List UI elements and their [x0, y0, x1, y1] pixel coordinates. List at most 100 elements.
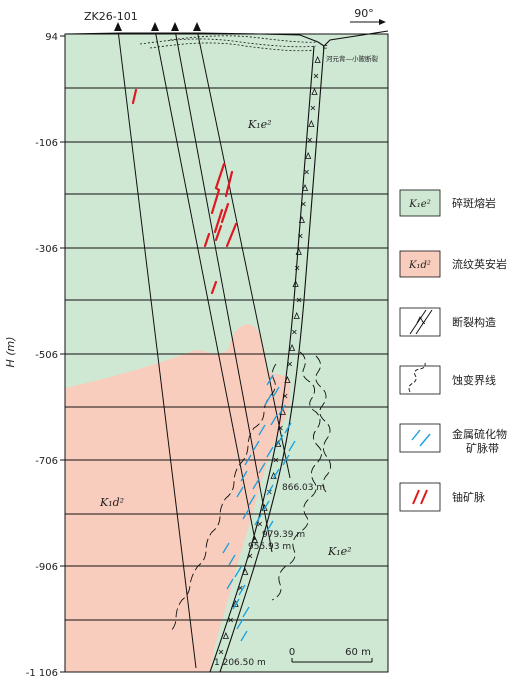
sulfide-vein-mark: [266, 520, 274, 532]
alteration-boundary-lines: [169, 351, 331, 633]
dip-label: 90°: [354, 7, 374, 20]
sulfide-vein-mark: [240, 470, 248, 482]
sulfide-vein-mark: [242, 508, 250, 520]
unit-k1d2-area: [65, 324, 290, 672]
legend-item-alteration: 蚀变界线: [399, 362, 496, 395]
legend-label-fault: 断裂构造: [452, 315, 496, 329]
legend-item-uranium: 铀矿脉: [399, 482, 485, 512]
sulfide-vein-mark: [236, 486, 244, 498]
fault-cross-icon: [287, 361, 293, 367]
sulfide-vein-mark: [272, 468, 280, 480]
sulfide-vein-mark: [252, 478, 260, 490]
sulfide-vein-mark: [240, 630, 248, 642]
fault-triangle-icon: [308, 120, 315, 127]
fault-name: 河元背—小陂断裂: [326, 54, 379, 63]
fault-triangle-icon: [305, 152, 312, 159]
topographic-surface: [64, 30, 389, 47]
section-frame: [64, 33, 389, 673]
uranium-veins: [131, 88, 238, 295]
fault-symbol-icon: [409, 309, 433, 335]
scale-start: 0: [289, 647, 295, 658]
sulfide-vein-mark: [236, 618, 244, 630]
depth-label-2: 979.39 m: [262, 530, 305, 540]
sulfide-vein-mark: [266, 374, 274, 386]
fault-triangle-icon: [242, 568, 249, 575]
legend-item-k1e2: K₁e² 碎斑熔岩: [399, 189, 496, 217]
sulfide-vein-mark: [266, 446, 274, 458]
depth-label-3: 955.93 m: [248, 542, 291, 552]
sulfide-vein-mark: [282, 454, 290, 466]
fault-triangle-icon: [295, 248, 302, 255]
section-body: [65, 34, 388, 672]
fault-triangle-icon: [222, 632, 229, 639]
sulfide-vein-mark: [254, 514, 262, 526]
unit-label-k1e2-top: K₁e²: [247, 118, 272, 131]
alteration-line-icon: [408, 362, 426, 393]
fault-cross-icon: [257, 521, 262, 527]
y-tick-label: -106: [35, 138, 58, 149]
sulfide-vein-belts: [222, 374, 296, 642]
y-tick-label: 94: [45, 32, 58, 43]
legend-item-sulfide: 金属硫化物 矿脉带: [399, 423, 511, 455]
sulfide-vein-mark: [272, 386, 280, 398]
unit-label-k1d2: K₁d²: [99, 496, 124, 509]
y-tick-label: -706: [35, 456, 58, 467]
fault-triangle-icon: [311, 88, 318, 95]
borehole-label: ZK26-101: [84, 10, 138, 23]
sulfide-vein-mark: [278, 404, 286, 416]
fault-cross-icon: [307, 137, 313, 143]
legend-swatch-k1e2: [399, 189, 441, 217]
legend-label-sulfide: 金属硫化物 矿脉带: [452, 427, 511, 455]
unit-label-k1e2-bottom: K₁e²: [327, 545, 352, 558]
sulfide-vein-mark: [228, 554, 236, 566]
y-tick-label: -506: [35, 350, 58, 361]
sulfide-vein-mark: [284, 422, 292, 434]
scale-end: 60 m: [345, 647, 371, 658]
sulfide-vein-mark: [264, 394, 272, 406]
fault-cross-icon: [247, 553, 253, 559]
legend: K₁e² 碎斑熔岩 K₁d² 流纹英安岩 断裂构造 蚀变界线: [399, 189, 511, 512]
fault-triangle-icon: [251, 536, 258, 543]
borehole-arrows: [114, 22, 201, 31]
sulfide-vein-mark: [258, 424, 266, 436]
legend-label-k1d2: 流纹英安岩: [452, 257, 507, 271]
fault-triangle-icon: [293, 312, 300, 319]
fault-triangle-icon: [314, 56, 321, 63]
fault-triangle-icon: [288, 344, 296, 351]
fault-cross-icon: [310, 105, 316, 111]
sulfide-vein-icon: [411, 429, 431, 447]
depth-label-1: 866.03 m: [282, 483, 325, 493]
sulfide-vein-mark: [288, 440, 296, 452]
y-tick-label: -906: [35, 562, 58, 573]
dip-indicator: 90°: [350, 7, 386, 25]
fault-triangle-icon: [301, 184, 309, 191]
depth-label-4: 1 206.50 m: [214, 658, 266, 668]
sulfide-vein-mark: [244, 454, 252, 466]
sulfide-vein-mark: [232, 598, 240, 610]
sulfide-vein-mark: [222, 542, 230, 554]
fault-cross-icon: [273, 457, 279, 463]
fault-cross-icon: [228, 617, 233, 623]
sulfide-vein-mark: [248, 494, 256, 506]
legend-swatch-k1d2: [399, 250, 441, 278]
uranium-vein-icon: [412, 489, 428, 505]
fault-cross-icon: [218, 649, 224, 655]
sulfide-vein-mark: [266, 484, 274, 496]
legend-symbol-k1e2: K₁e²: [408, 199, 430, 210]
scale-bar: 0 60 m: [289, 647, 373, 663]
y-axis-label: H (m): [4, 336, 17, 367]
fault-cross-icon: [282, 393, 288, 399]
y-axis: 94-106-306-506-706-906-1 106: [26, 32, 65, 679]
fault-triangle-icon: [292, 280, 299, 287]
fault-cross-icon: [292, 329, 297, 335]
fault-cross-icon: [313, 73, 319, 79]
fault-triangle-icon: [275, 440, 282, 447]
legend-symbol-k1d2: K₁d²: [408, 260, 431, 271]
borehole-traces: [117, 34, 291, 669]
fault-triangle-icon: [284, 376, 291, 383]
sulfide-vein-mark: [270, 414, 278, 426]
fault-cross-icon: [301, 201, 306, 207]
y-tick-label: -306: [35, 244, 58, 255]
fault-cross-icon: [298, 233, 303, 239]
